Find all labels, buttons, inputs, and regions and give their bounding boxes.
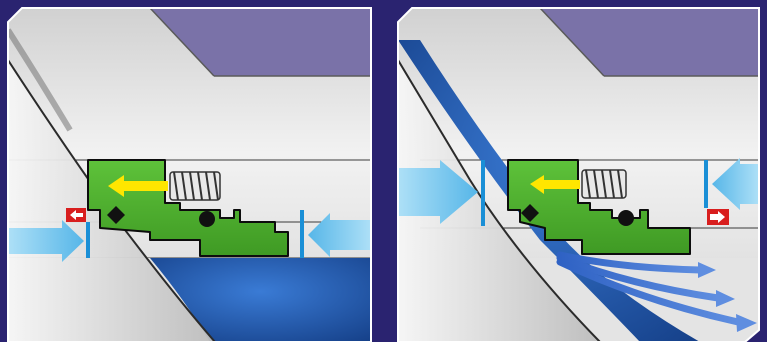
o-ring-right bbox=[199, 211, 215, 227]
red-right-arrow bbox=[707, 209, 729, 225]
left-panel bbox=[0, 0, 380, 342]
right-panel bbox=[390, 0, 767, 342]
marker-left bbox=[481, 160, 485, 226]
red-left-arrow bbox=[66, 208, 86, 222]
marker-right bbox=[300, 210, 304, 258]
spring bbox=[170, 172, 220, 200]
marker-left bbox=[86, 222, 90, 258]
o-ring-right bbox=[618, 210, 634, 226]
marker-right bbox=[704, 160, 708, 208]
spring bbox=[582, 170, 626, 198]
